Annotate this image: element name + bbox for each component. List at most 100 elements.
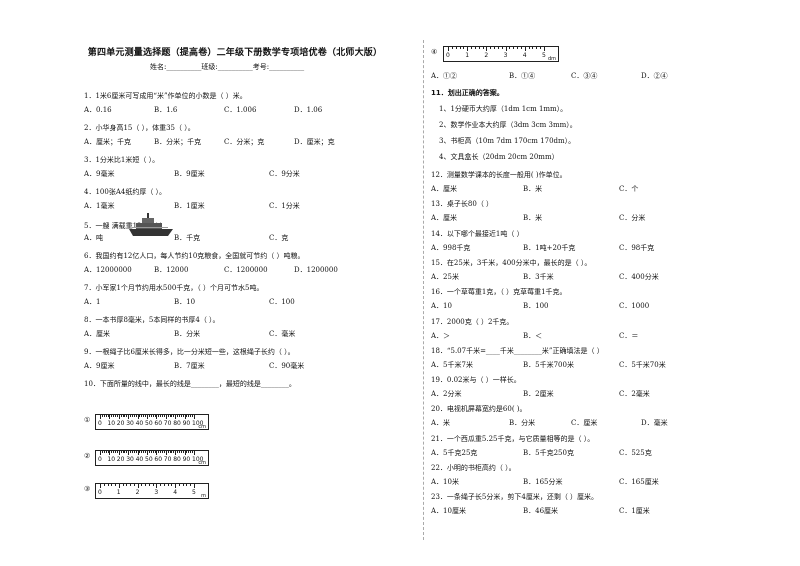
ruler-tick [544,47,545,51]
ruler-minor-tick [188,415,190,417]
answer-option: C．③④ [571,72,598,80]
ruler-minor-tick [122,415,124,417]
sub-item: 2、数学作业本大约厚（3dm 3cm 3mm）。 [439,121,577,129]
ruler-minor-tick [115,451,117,453]
ruler-minor-tick [463,47,465,49]
ruler-minor-tick [167,451,169,453]
answer-option: B．1吨+20千克 [523,243,576,252]
ruler-minor-tick [471,47,473,49]
ruler-minor-tick [111,451,113,453]
question-text: 21．一个西瓜重5.25千克，与它质量相等的是（ ）。 [431,434,595,443]
ruler-number: 5 [192,489,196,496]
ruler-minor-tick [163,415,165,417]
ruler-number: 4 [173,489,178,496]
ruler-number: 100 [192,420,204,427]
ruler-tick [194,451,195,455]
ruler-label: ④ [431,48,438,56]
ruler-minor-tick [152,415,154,417]
ruler-tick [118,415,120,419]
ruler-minor-tick [509,47,511,49]
answer-option: C．1.006 [224,106,257,114]
ruler-number: 3 [503,52,508,59]
ruler-unit: dm [547,56,556,62]
ruler-tick [118,484,120,488]
question-text: 5．一艘 满载重1200（ ） [84,222,167,230]
question-text: 22．小明的书柜高约（ ）。 [431,464,516,472]
ruler-minor-tick [192,415,194,417]
answer-option: D．②④ [641,72,668,80]
answer-option: C．克 [269,234,289,242]
answer-option: B．46厘米 [523,507,559,516]
ruler-minor-tick [173,451,175,453]
ruler-minor-tick [124,415,126,417]
ruler-minor-tick [133,415,135,417]
ruler-number: 4 [522,52,527,59]
answer-option: D．1.06 [294,106,323,114]
ruler-number: 100 [192,456,204,463]
ruler-minor-tick [459,47,461,49]
ruler-minor-tick [139,451,141,453]
answer-option: A．1 [84,298,101,306]
ruler-minor-tick [148,451,150,453]
ruler-minor-tick [135,451,137,453]
sub-item: 4、文具盒长（20dm 20cm 20mm） [439,153,559,161]
ruler-minor-tick [188,451,190,453]
sub-item: 3、书柜高（10m 7dm 170cm 170dm）。 [439,137,576,145]
answer-option: C．5千米70米 [619,360,666,369]
answer-option: A．12000000 [84,266,132,274]
ruler-minor-tick [113,415,115,417]
answer-option: A．米 [431,419,451,428]
answer-option: B．①④ [509,72,536,80]
ruler-minor-tick [122,484,124,486]
ruler-tick [165,451,167,455]
ruler-minor-tick [141,415,143,417]
ruler-tick [109,451,111,455]
ruler-tick [147,415,148,419]
answer-option: B．12000 [154,266,189,274]
answer-option: C．分米；克 [224,138,265,146]
ruler-minor-tick [103,484,105,486]
ruler-minor-tick [186,451,188,453]
question-text: 17．2000克（ ）2千克。 [431,317,514,326]
question-text: 6．我国约有12亿人口，每人节约10克粮食，全国就可节约（ ）吨粮。 [84,252,305,260]
ruler-minor-tick [169,451,171,453]
ruler-minor-tick [163,484,165,486]
ruler-number: 0 [98,489,102,496]
ruler-minor-tick [497,47,499,49]
answer-option: A．998千克 [431,243,471,252]
ruler-minor-tick [158,451,160,453]
ruler-minor-tick [190,415,192,417]
answer-option: C．98千克 [619,243,655,252]
answer-option: B．3千米 [523,272,554,281]
ruler-minor-tick [131,415,133,417]
answer-option: D．毫米 [641,419,668,428]
ruler-minor-tick [145,484,147,486]
ruler-number: 0 [98,420,102,427]
ruler-minor-tick [111,415,113,417]
ruler-tick [118,451,120,455]
ruler-number: 10 [107,456,116,463]
ruler-minor-tick [158,415,160,417]
ruler-minor-tick [135,415,137,417]
ruler-tick [128,415,130,419]
ruler-number: 30 [126,456,134,463]
ruler-minor-tick [180,451,182,453]
ruler-tick [175,484,177,488]
answer-option: B．分米；千克 [154,138,202,146]
ruler-minor-tick [162,415,164,417]
ruler-number: 40 [135,420,144,427]
answer-option: A．＞ [431,331,451,340]
ruler-minor-tick [171,415,173,417]
question-text: 16．一个草莓重1克，（ ）克草莓重1千克。 [431,288,567,297]
ruler-minor-tick [143,415,145,417]
ruler-tick [128,451,130,455]
ruler-number: 10 [107,420,116,427]
answer-option: B．5千米700米 [523,360,574,369]
ruler-minor-tick [160,484,162,486]
ruler-minor-tick [130,415,132,417]
answer-option: B．＜ [523,331,543,340]
question-text: 11．划出正确的答案。 [431,89,504,97]
answer-option: C．分米 [619,214,646,223]
ruler-minor-tick [532,47,534,49]
